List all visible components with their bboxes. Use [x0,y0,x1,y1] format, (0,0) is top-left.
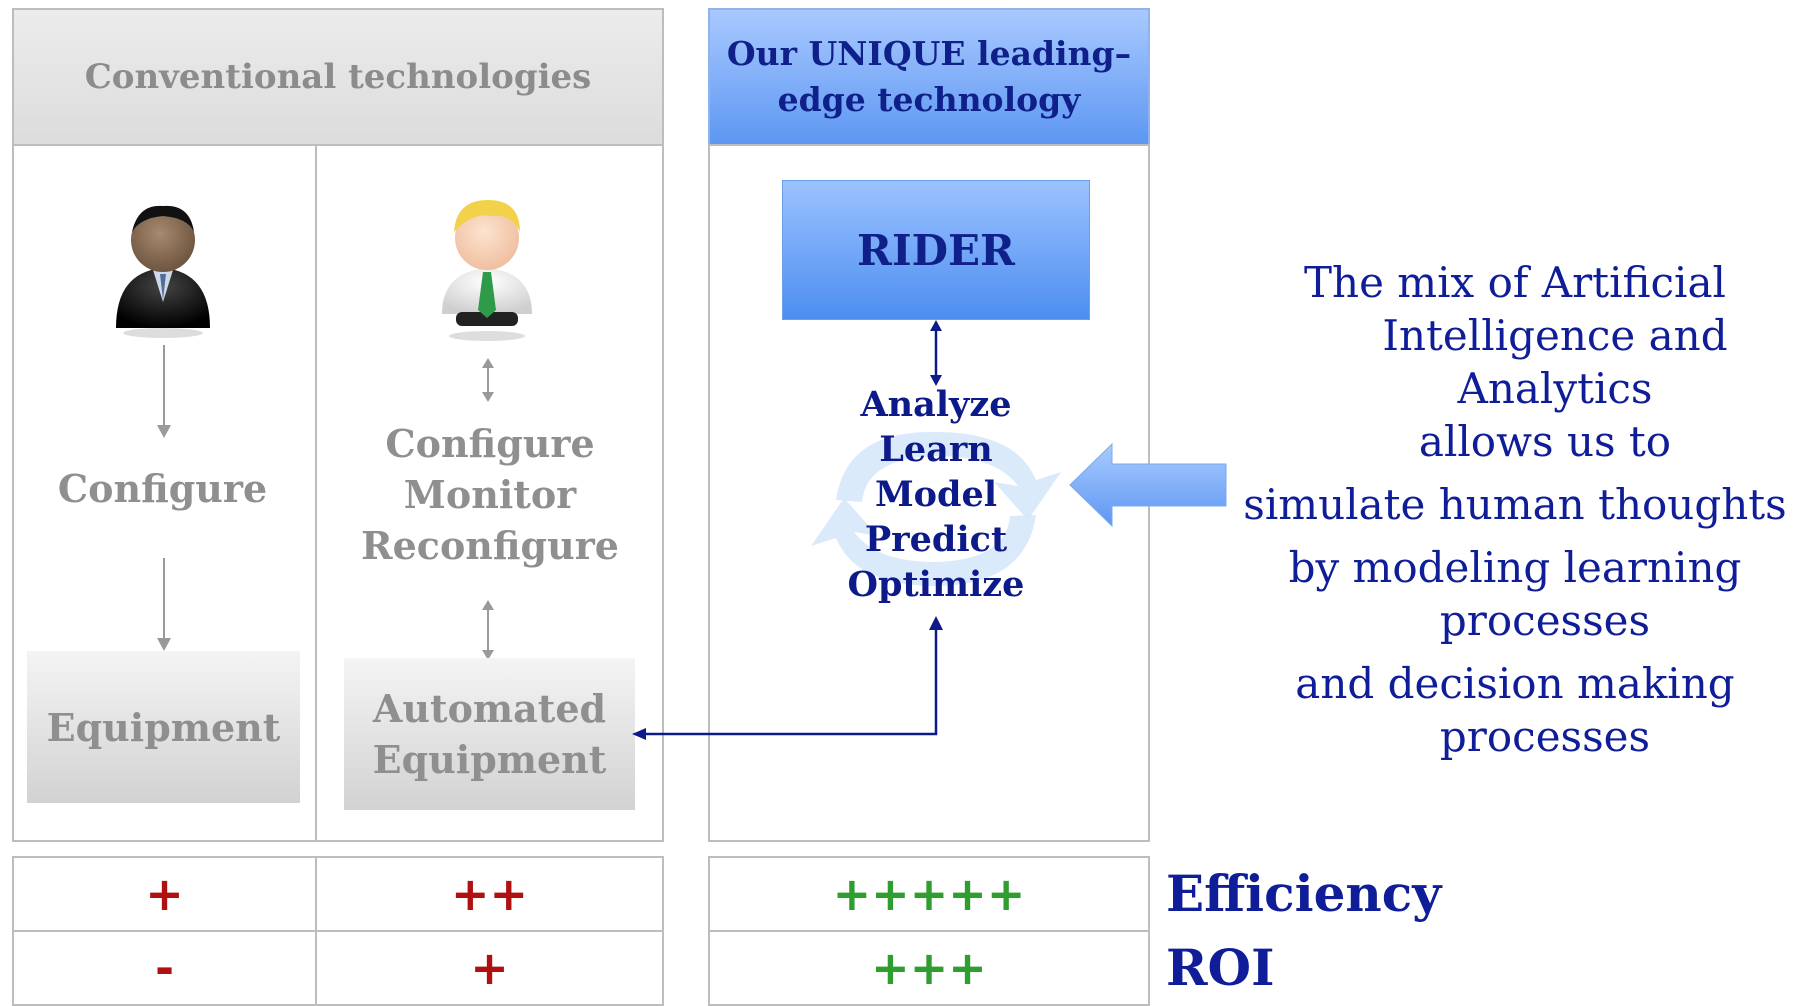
step-analyze: Analyze [860,384,1012,425]
roi-conventional: - [12,930,317,1006]
bidirectional-arrow-icon [930,320,942,386]
step-monitor: Monitor [403,472,577,517]
automated-steps: Configure Monitor Reconfigure [330,418,650,571]
step-predict: Predict [864,519,1008,560]
description-line-3: allows us to [1418,417,1672,466]
automated-equipment-label: Equipment [372,737,607,782]
step-learn: Learn [879,429,993,470]
equipment-label: Equipment [46,704,281,750]
description-line-8: processes [1439,712,1651,761]
cycle-arrows-icon [811,431,1061,586]
step-reconfigure: Reconfigure [361,523,619,568]
connector-arrow [632,616,943,740]
roi-label: ROI [1166,938,1275,997]
person-dark-suit-icon [116,205,210,338]
step-configure: Configure [385,421,595,466]
bidirectional-arrow-icon [482,358,494,402]
description-line-6: processes [1439,596,1651,645]
analytics-steps: Analyze Learn Model Predict Optimize [800,382,1072,607]
description-line-1: The mix of Artificial [1304,258,1726,307]
automated-equipment-box: Automated Equipment [344,658,635,810]
description-text: The mix of Artificial Intelligence and A… [1243,256,1820,763]
step-optimize: Optimize [847,564,1025,605]
efficiency-label: Efficiency [1166,864,1442,923]
rider-label: RIDER [857,225,1015,275]
bidirectional-arrow-icon [482,600,494,660]
rider-box: RIDER [782,180,1090,320]
configure-label: Configure [57,466,268,511]
left-arrow-icon [1069,442,1227,528]
conventional-header: Conventional technologies [12,8,664,146]
down-arrow-icon [157,345,171,438]
description-line-2: Intelligence and Analytics [1382,311,1728,413]
efficiency-conventional: + [12,856,317,932]
step-model: Model [874,474,998,515]
equipment-box: Equipment [27,651,300,803]
down-arrow-icon [157,558,171,651]
efficiency-unique: +++++ [708,856,1150,932]
conventional-header-label: Conventional technologies [84,57,592,97]
person-blonde-green-tie-icon [442,200,532,341]
description-line-4: simulate human thoughts [1243,480,1787,529]
unique-header-line1: Our UNIQUE leading– [726,34,1132,73]
efficiency-automated: ++ [315,856,664,932]
roi-automated: + [315,930,664,1006]
automated-label: Automated [372,686,607,731]
unique-header-line2: edge technology [777,80,1081,119]
roi-unique: +++ [708,930,1150,1006]
description-line-7: and decision making [1295,659,1735,708]
description-line-5: by modeling learning [1288,543,1742,592]
unique-header: Our UNIQUE leading– edge technology [708,8,1150,146]
